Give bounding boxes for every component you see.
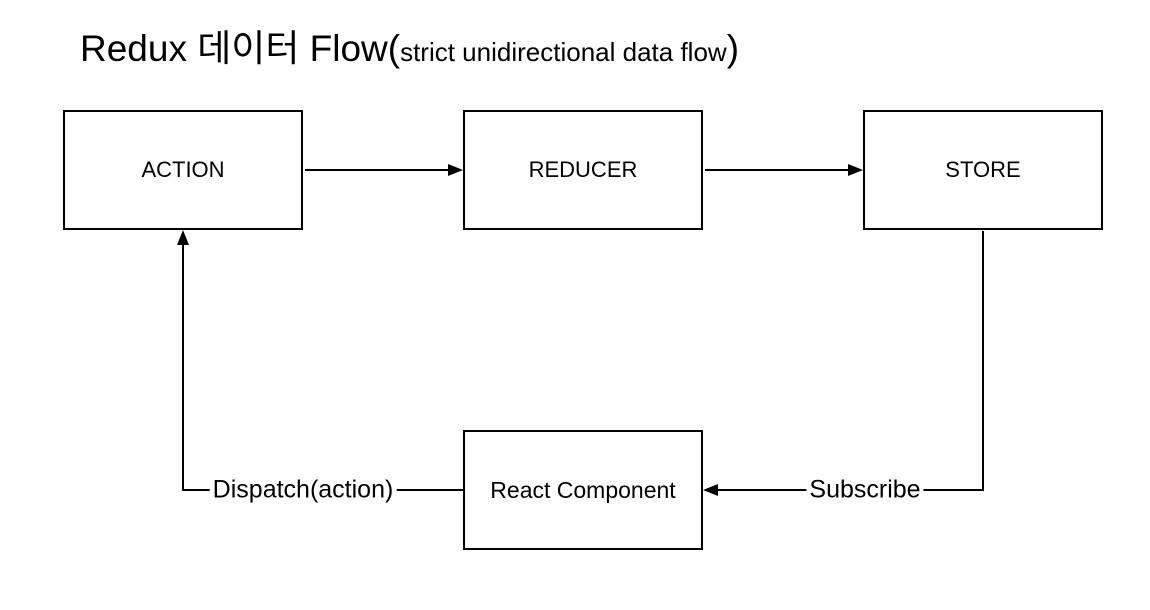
edge-label-subscribe: Subscribe — [806, 475, 924, 505]
node-store: STORE — [863, 110, 1103, 230]
edge-component-to-action-line — [182, 244, 463, 491]
edge-store-to-component-line — [717, 231, 984, 491]
edge-label-dispatch-action: Dispatch(action) — [209, 475, 397, 505]
node-action: ACTION — [63, 110, 303, 230]
diagram-title: Redux 데이터 Flow(strict unidirectional dat… — [80, 30, 739, 67]
node-reducer: REDUCER — [463, 110, 703, 230]
diagram-title-annotation: strict unidirectional data flow — [400, 37, 727, 67]
node-reducer-label: REDUCER — [528, 157, 638, 182]
node-react-component-label: React Component — [490, 476, 676, 503]
arrowhead-right-icon — [848, 164, 863, 176]
diagram-title-closing-paren: ) — [726, 28, 740, 69]
node-store-label: STORE — [945, 157, 1021, 182]
node-action-label: ACTION — [141, 157, 225, 182]
arrowhead-left-icon — [703, 484, 718, 496]
diagram-title-main: Redux 데이터 Flow( — [80, 28, 401, 69]
arrowhead-up-icon — [177, 230, 189, 245]
arrowhead-right-icon — [448, 164, 463, 176]
node-react-component: React Component — [463, 430, 703, 550]
